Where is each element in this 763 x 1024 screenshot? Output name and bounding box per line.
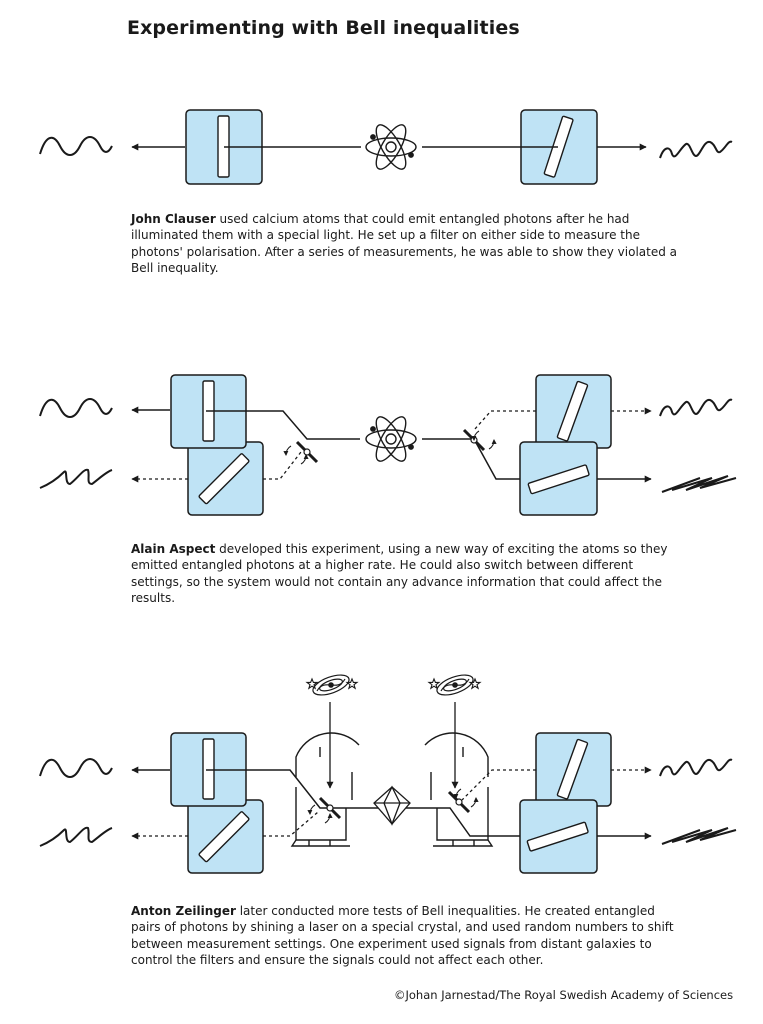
caption-aspect: Alain Aspect developed this experiment, … xyxy=(131,541,686,606)
photon-wave xyxy=(661,827,737,845)
galaxy-icon xyxy=(433,670,477,700)
caption-text: used calcium atoms that could emit entan… xyxy=(131,212,678,275)
photon-wave xyxy=(39,136,113,156)
telescope-housing-right xyxy=(424,732,494,847)
caption-name: Alain Aspect xyxy=(131,542,216,556)
crystal-icon xyxy=(373,785,411,826)
image-credit: ©Johan Jarnestad/The Royal Swedish Acade… xyxy=(394,988,734,1002)
photon-wave xyxy=(39,758,113,778)
panel-aspect-diagram xyxy=(39,374,737,516)
panel-clauser-diagram xyxy=(39,109,733,185)
caption-clauser: John Clauser used calcium atoms that cou… xyxy=(131,211,686,276)
photon-wave xyxy=(39,468,113,489)
star-icon xyxy=(306,678,318,689)
atom-icon xyxy=(365,120,417,174)
page-title: Experimenting with Bell inequalities xyxy=(127,17,520,39)
galaxy-icon xyxy=(309,670,353,700)
photon-wave xyxy=(659,140,733,159)
photon-wave xyxy=(659,398,733,417)
switch-mirror xyxy=(447,790,471,814)
photon-wave xyxy=(39,826,113,847)
photon-wave xyxy=(39,398,113,418)
caption-zeilinger: Anton Zeilinger later conducted more tes… xyxy=(131,903,686,968)
atom-icon xyxy=(365,412,417,466)
caption-text: developed this experiment, using a new w… xyxy=(131,542,668,605)
caption-name: John Clauser xyxy=(131,212,216,226)
telescope-housing-left xyxy=(290,732,360,847)
panel-zeilinger-diagram xyxy=(39,670,737,874)
photon-wave xyxy=(661,475,737,493)
caption-text: later conducted more tests of Bell inequ… xyxy=(131,904,674,967)
switch-mirror xyxy=(295,440,319,464)
photon-wave xyxy=(659,758,733,777)
caption-name: Anton Zeilinger xyxy=(131,904,236,918)
star-icon xyxy=(469,678,481,689)
